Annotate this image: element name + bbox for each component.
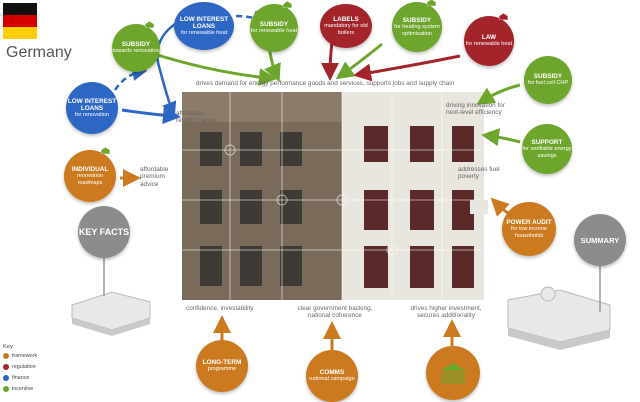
house-icon bbox=[145, 21, 154, 28]
subsidy-fuel-cell-node[interactable]: SUBSIDY for fuel cell CHP bbox=[524, 56, 572, 104]
confidence-label: confidence, investability bbox=[186, 305, 254, 312]
incentive-dot-icon bbox=[3, 386, 9, 392]
building-standards-node[interactable] bbox=[426, 346, 480, 400]
power-audit-node[interactable]: POWER AUDIT for low income households bbox=[502, 202, 556, 256]
house-icon bbox=[101, 147, 110, 154]
house-icon bbox=[499, 13, 508, 20]
summary-node[interactable]: SUMMARY bbox=[574, 214, 626, 266]
finance-dot-icon bbox=[3, 375, 9, 381]
drives-demand-label: drives demand for energy performance goo… bbox=[196, 80, 455, 87]
key-item-regulation: regulation bbox=[3, 364, 36, 370]
key-item-framework: framework bbox=[3, 353, 37, 359]
subsidy-renewable-heat-node[interactable]: SUBSIDY for renewable heat bbox=[250, 1, 298, 52]
affordable-advice-label: affordable premium advice bbox=[140, 166, 169, 188]
key-title: Key bbox=[3, 344, 13, 350]
low-interest-heat-node[interactable]: LOW INTEREST LOANS for renewable heat bbox=[174, 2, 234, 50]
arrow-support-savings bbox=[481, 128, 521, 147]
puzzle-piece-left-icon bbox=[71, 291, 151, 336]
government-backing-label: clear government backing, national coher… bbox=[297, 305, 373, 320]
law-heat-node[interactable]: LAW for renewable heat bbox=[464, 13, 514, 66]
arrow-loans-dashed bbox=[113, 66, 148, 91]
arrow-loans-renovation bbox=[121, 106, 181, 125]
subsidy-heating-node[interactable]: SUBSIDY for heating system optimisation bbox=[392, 0, 442, 52]
long-term-node[interactable]: LONG-TERM programme bbox=[196, 340, 248, 392]
house-icon bbox=[427, 0, 436, 6]
building-puzzle-image bbox=[182, 92, 488, 300]
arrow-subsidy-renovation bbox=[147, 50, 277, 87]
individual-roadmaps-node[interactable]: INDIVIDUAL renovation roadmaps bbox=[64, 147, 116, 202]
framework-dot-icon bbox=[3, 353, 9, 359]
comms-node[interactable]: COMMS national campaign bbox=[306, 350, 358, 402]
key-facts-node[interactable]: KEY FACTS bbox=[78, 206, 130, 258]
support-savings-node[interactable]: SUPPORT for verifiable energy savings bbox=[522, 124, 572, 174]
higher-investment-label: drives higher investment, secures additi… bbox=[410, 305, 482, 320]
subsidy-renovation-node[interactable]: SUBSIDY towards renovation bbox=[112, 21, 160, 72]
house-icon bbox=[283, 1, 292, 8]
arrow-fuel-cell bbox=[476, 83, 521, 105]
low-interest-renovation-node[interactable]: LOW INTEREST LOANS for renovation bbox=[66, 82, 118, 134]
arrow-subsidy-heating bbox=[335, 42, 383, 80]
building-lines-icon bbox=[440, 363, 466, 383]
puzzle-piece-right-icon bbox=[507, 286, 611, 350]
labels-boilers-node[interactable]: LABELS mandatory for old boilers bbox=[320, 4, 372, 48]
arrow-law bbox=[353, 54, 461, 82]
regulation-dot-icon bbox=[3, 364, 9, 370]
driving-innovation-label: driving innovation for next-level effici… bbox=[446, 102, 505, 117]
germany-flag-icon bbox=[3, 3, 37, 39]
key-item-incentive: incentive bbox=[3, 386, 33, 392]
country-title: Germany bbox=[6, 44, 72, 61]
affordable-finance-label: affordable retrofit finance bbox=[176, 110, 217, 125]
arrow-labels bbox=[321, 41, 340, 81]
arrow-loans-down bbox=[156, 20, 179, 117]
fuel-poverty-label: addresses fuel poverty bbox=[458, 166, 500, 181]
key-item-finance: finance bbox=[3, 375, 29, 381]
